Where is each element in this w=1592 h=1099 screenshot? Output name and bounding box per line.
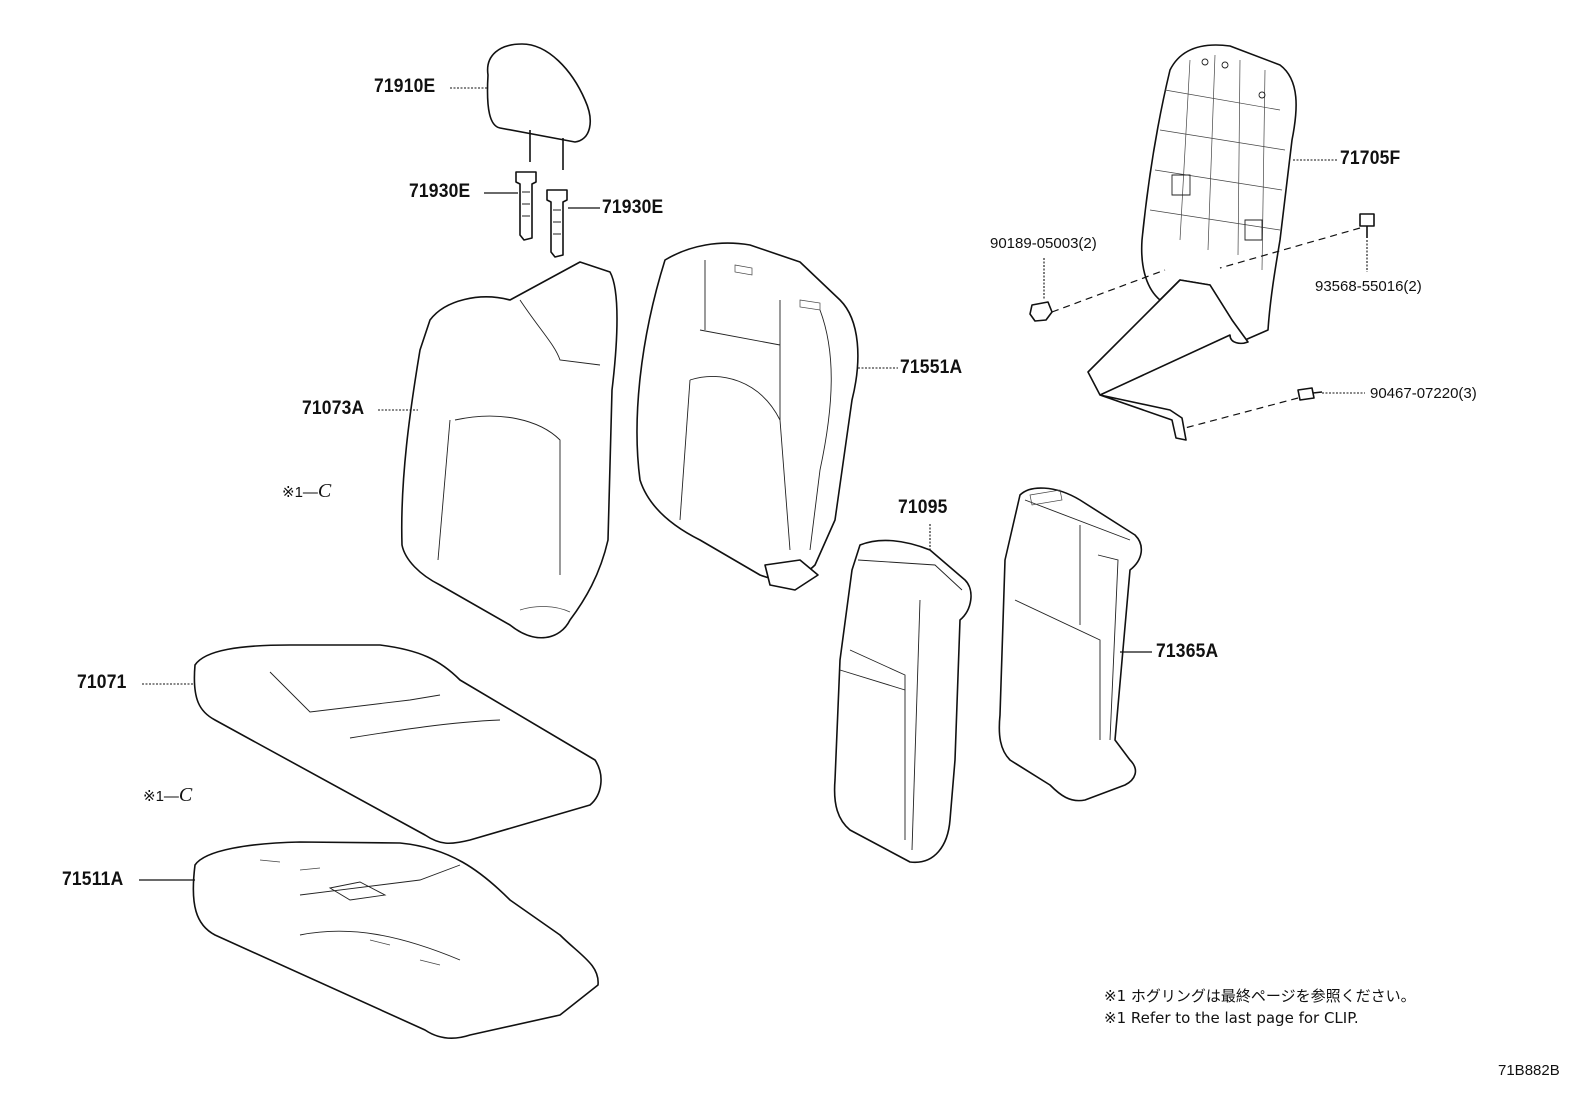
label-back-board: 71705F (1340, 148, 1401, 169)
armrest-cover-drawing (998, 487, 1143, 802)
note-english: ※1 Refer to the last page for CLIP. (1104, 1009, 1359, 1027)
label-armrest-pad: 71095 (898, 497, 948, 518)
back-board-drawing (1087, 44, 1297, 441)
label-seatback-pad: 71073A (302, 398, 365, 419)
headrest-drawing (486, 43, 591, 170)
clip-reference-mark: ※1 (143, 788, 164, 805)
cushion-pad-drawing (193, 644, 602, 845)
clip-reference-mark: ※1 (282, 484, 303, 501)
label-headrest: 71910E (374, 76, 436, 97)
label-cushion-cover: 71511A (62, 869, 124, 890)
clip-reference-letter: C (178, 784, 193, 806)
assembly-line-clip-a (1051, 269, 1166, 313)
seatback-pad-drawing (400, 261, 618, 639)
assembly-line-screw (1219, 227, 1361, 269)
label-armrest-cover: 71365A (1156, 641, 1219, 662)
label-clip-b: 90467-07220(3) (1370, 385, 1477, 402)
label-seatback-cover: 71551A (900, 357, 963, 378)
clip-reference-1: ※1—C (282, 480, 332, 502)
label-clip-a: 90189-05003(2) (990, 235, 1097, 252)
label-guide-left: 71930E (409, 181, 471, 202)
fasteners-drawing (1029, 213, 1375, 401)
clip-reference-2: ※1—C (143, 784, 193, 806)
label-screw: 93568-55016(2) (1315, 278, 1422, 295)
seatback-cover-drawing (636, 242, 859, 591)
assembly-line-clip-b (1184, 397, 1299, 429)
cushion-cover-drawing (192, 841, 599, 1040)
diagram-code: 71B882B (1498, 1062, 1560, 1079)
note-japanese: ※1 ホグリングは最終ページを参照ください。 (1104, 987, 1416, 1005)
armrest-pad-drawing (833, 539, 972, 863)
clip-reference-letter: C (317, 480, 332, 502)
label-guide-right: 71930E (602, 197, 664, 218)
label-cushion-pad: 71071 (77, 672, 127, 693)
headrest-guides-drawing (515, 171, 568, 258)
